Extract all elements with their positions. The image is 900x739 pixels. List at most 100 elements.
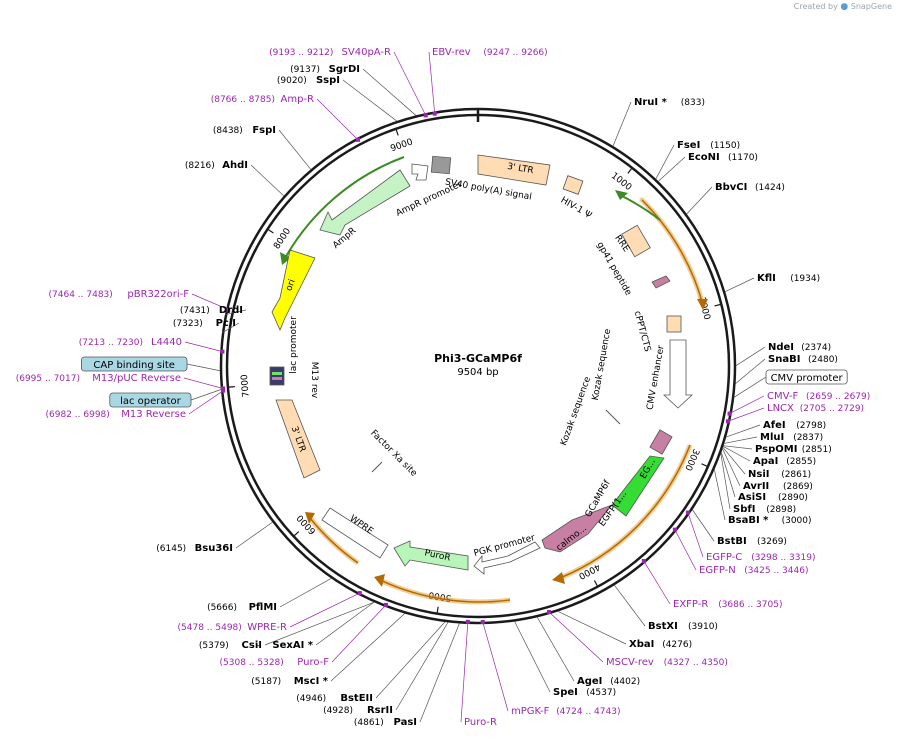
enzyme-sspi-position: (9020) (277, 76, 307, 86)
primer-range: (3298 .. 3319) (751, 553, 815, 563)
leader-line (724, 277, 755, 292)
enzyme-snabi-name: SnaBI (768, 354, 800, 365)
enzyme-msci-label[interactable]: MscI *(5187) (251, 676, 329, 687)
primer-cmvf-label[interactable]: CMV-F(2659 .. 2679) (767, 391, 870, 402)
enzyme-avrii-label[interactable]: AvrII(2869) (743, 481, 813, 492)
primer-range: (9247 .. 9266) (483, 48, 547, 58)
primer-name: Amp-R (281, 94, 315, 105)
primer-range: (4327 .. 4350) (664, 658, 728, 668)
enzyme-bstxi-label[interactable]: BstXI(3910) (648, 621, 718, 632)
leader-line (722, 448, 741, 487)
enzyme-sgrdi-label[interactable]: SgrDI(9137) (290, 64, 360, 75)
primer-name: Puro-R (464, 717, 497, 728)
leader-line (723, 445, 753, 450)
primer-egfpc-label[interactable]: EGFP-C(3298 .. 3319) (706, 552, 815, 563)
primer-mpgkf-label[interactable]: mPGK-F(4724 .. 4743) (511, 706, 620, 717)
enzyme-sspi-label[interactable]: SspI(9020) (277, 75, 340, 86)
enzyme-asisi-label[interactable]: AsiSI(2890) (738, 492, 808, 503)
enzyme-xbai-label[interactable]: XbaI(4276) (629, 639, 692, 650)
enzyme-fspi-label[interactable]: FspI(8438) (213, 125, 276, 136)
feature-lac-block (269, 366, 285, 386)
boxed-feature-cmv-promoter[interactable]: CMV promoter (765, 369, 848, 385)
enzyme-nrui-name: NruI * (634, 97, 668, 108)
enzyme-sgrdi-name: SgrDI (329, 64, 360, 75)
enzyme-nrui-label[interactable]: NruI *(833) (634, 97, 705, 108)
primer-pbr322orif-label[interactable]: pBR322ori-F(7464 .. 7483) (49, 289, 190, 300)
primer-puror-label[interactable]: Puro-R (464, 717, 497, 728)
enzyme-fsei-label[interactable]: FseI (1150) (677, 140, 740, 151)
enzyme-bsteii-label[interactable]: BstEII(4946) (296, 693, 373, 704)
green-arrowhead-top-left (280, 252, 291, 265)
primer-lncx-label[interactable]: LNCX(2705 .. 2729) (767, 403, 864, 414)
enzyme-sbfi-label[interactable]: SbfI (2898) (733, 504, 796, 515)
primer-site-marker (357, 591, 362, 596)
ruler-tick (627, 167, 633, 174)
enzyme-rsrii-label[interactable]: RsrII(4928) (323, 705, 393, 716)
enzyme-drdi-label[interactable]: DrdI(7431) (180, 305, 243, 316)
leader-line (724, 436, 758, 444)
primer-sv40par-label[interactable]: SV40pA-R(9193 .. 9212) (269, 47, 391, 58)
leader-line (264, 601, 375, 646)
enzyme-ndei-label[interactable]: NdeI(2374) (768, 342, 831, 353)
enzyme-csii-label[interactable]: CsiI(5379) (199, 640, 262, 651)
enzyme-bsu36i-label[interactable]: Bsu36I(6145) (156, 543, 233, 554)
leader-line (687, 512, 704, 558)
feature-pgk-arrow (473, 541, 541, 575)
boxed-feature-cap-binding-site[interactable]: CAP binding site (81, 356, 188, 372)
primer-ebvrev-label[interactable]: EBV-rev(9247 .. 9266) (432, 47, 548, 58)
enzyme-bstbi-label[interactable]: BstBI(3269) (717, 536, 787, 547)
leader-line (735, 346, 766, 366)
enzyme-snabi-position: (2480) (808, 355, 838, 365)
enzyme-apai-label[interactable]: ApaI(2855) (753, 456, 816, 467)
enzyme-mlui-label[interactable]: MluI(2837) (760, 432, 823, 443)
enzyme-pflmi-label[interactable]: PflMI(5666) (207, 602, 277, 613)
annotation-labels: NruI *(833) FseI (1150)EcoNI(1170) BbvCI(14… (16, 47, 871, 728)
leader-line (643, 560, 671, 605)
boxed-feature-lac-operator[interactable]: lac operator (109, 392, 192, 408)
ruler-tick (293, 531, 300, 537)
enzyme-ahdi-label[interactable]: AhdI(8216) (185, 160, 248, 171)
leader-line (330, 613, 406, 682)
primer-mscvrev-label[interactable]: MSCV-rev(4327 .. 4350) (606, 657, 728, 668)
enzyme-nsii-label[interactable]: NsiI(2861) (748, 469, 811, 480)
primer-purof-label[interactable]: Puro-F(5308 .. 5328) (220, 657, 330, 668)
enzyme-sexai-label[interactable]: SexAI *- (256, 640, 314, 651)
primer-ampr-label[interactable]: Amp-R (8766 .. 8785) (211, 94, 314, 105)
orange-arrowhead-lower-right (552, 572, 565, 584)
orange-arrowhead-bottom (374, 574, 385, 587)
enzyme-sbfi-name: SbfI (733, 504, 755, 515)
primer-l4440-label[interactable]: L4440(7213 .. 7230) (79, 337, 182, 348)
feature-kozak-tick (605, 409, 621, 425)
primer-m13reverse-label[interactable]: M13 Reverse(6982 .. 6998) (46, 409, 186, 420)
enzyme-spei-label[interactable]: SpeI(4537) (553, 687, 616, 698)
enzyme-sbfi-position: (2898) (766, 505, 796, 515)
leader-line (557, 611, 627, 645)
primer-exfpr-label[interactable]: EXFP-R(3686 .. 3705) (673, 599, 782, 610)
enzyme-pasi-label[interactable]: PasI(4861) (354, 717, 417, 728)
primer-m13pucreverse-label[interactable]: M13/pUC Reverse(6995 .. 7017) (16, 373, 181, 384)
enzyme-kfli-label[interactable]: KflI(1934) (757, 273, 820, 284)
enzyme-bsabi-label[interactable]: BsaBI *(3000) (728, 515, 812, 526)
green-strand-arc-top-left (283, 156, 405, 261)
enzyme-snabi-label[interactable]: SnaBI (2480) (768, 354, 838, 365)
primer-egfpn-label[interactable]: EGFP-N(3425 .. 3446) (699, 565, 808, 576)
enzyme-pcii-label[interactable]: PciI(7323) (173, 318, 236, 329)
primer-site-marker (465, 619, 470, 624)
primer-site-marker (432, 111, 437, 116)
enzyme-nsii-name: NsiI (748, 469, 769, 480)
enzyme-econi-name: EcoNI (688, 152, 720, 163)
primer-range: (8766 .. 8785) (211, 95, 275, 105)
enzyme-econi-label[interactable]: EcoNI(1170) (688, 152, 758, 163)
enzyme-pspomi-label[interactable]: PspOMI(2851) (755, 444, 832, 455)
primer-wprer-label[interactable]: WPRE-R(5478 .. 5498) (178, 622, 288, 633)
enzyme-fsei-position: (1150) (710, 141, 740, 151)
enzyme-bbvci-label[interactable]: BbvCI(1424) (715, 182, 785, 193)
primer-name: L4440 (151, 337, 182, 348)
enzyme-mlui-position: (2837) (793, 433, 823, 443)
enzyme-afei-label[interactable]: AfeI(2798) (763, 420, 826, 431)
enzyme-fsei-name: FseI (677, 140, 700, 151)
enzyme-agei-label[interactable]: AgeI(4402) (577, 676, 640, 687)
enzyme-afei-position: (2798) (796, 421, 826, 431)
enzyme-fspi-position: (8438) (213, 126, 243, 136)
enzyme-rsrii-position: (4928) (323, 706, 353, 716)
